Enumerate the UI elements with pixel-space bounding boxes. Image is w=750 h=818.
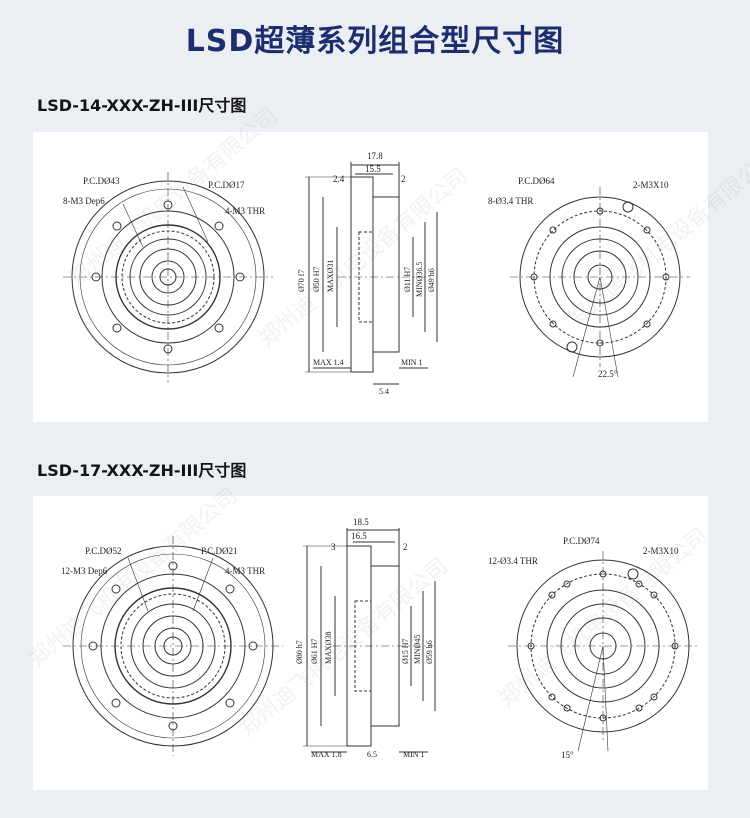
back-angle-label: 22.5° [598, 369, 618, 379]
back-holes-label: 8-Ø3.4 THR [488, 196, 533, 206]
front-view [63, 172, 273, 382]
page-title: LSD超薄系列组合型尺寸图 [185, 24, 565, 59]
back-view [510, 187, 690, 378]
back-angle-label: 15° [561, 750, 574, 760]
side-top-left: 3 [331, 542, 336, 552]
side-top-inner: 15.5 [365, 164, 381, 174]
side-top-total: 17.8 [367, 151, 383, 161]
side-d4: Ø15 H7 [401, 638, 410, 664]
side-top-right: 2 [401, 174, 406, 184]
section-title-lsd17: LSD-17-XXX-ZH-III尺寸图 [37, 461, 247, 480]
front-holes-left-label: 8-M3 Dep6 [63, 196, 105, 206]
back-pcd-label: P.C.DØ74 [563, 536, 600, 546]
back-pcd-label: P.C.DØ64 [518, 176, 555, 186]
side-top-left: 2.4 [333, 174, 345, 184]
side-d5: MINØ36.5 [415, 262, 424, 297]
side-bottom-right: MIN 1 [403, 750, 425, 759]
drawing-panel-lsd14: P.C.DØ43 P.C.DØ17 8-M3 Dep6 4-M3 THR 17.… [33, 132, 708, 422]
side-d3: MAXØ31 [326, 260, 335, 292]
side-d1: Ø70 f7 [297, 270, 306, 292]
side-bottom-left: MAX 1.8 [311, 750, 342, 759]
side-bottom-mid: 5.4 [379, 387, 389, 396]
side-bottom-mid: 6.5 [367, 750, 377, 759]
side-top-total: 18.5 [353, 517, 369, 527]
side-view [305, 162, 438, 385]
side-d2: Ø61 H7 [310, 638, 319, 664]
front-holes-left-label: 12-M3 Dep6 [61, 566, 108, 576]
side-d1: Ø80 h7 [295, 640, 304, 664]
drawing-lsd17: P.C.DØ52 P.C.DØ21 12-M3 Dep6 4-M3 THR 18… [61, 517, 698, 760]
side-view [303, 528, 436, 753]
side-d3: MAXØ38 [324, 632, 333, 664]
front-view [63, 536, 283, 756]
drawing-lsd14: P.C.DØ43 P.C.DØ17 8-M3 Dep6 4-M3 THR 17.… [63, 151, 690, 396]
side-d4: Ø11 H7 [403, 267, 412, 292]
drawing-panel-lsd17: P.C.DØ52 P.C.DØ21 12-M3 Dep6 4-M3 THR 18… [33, 496, 708, 790]
back-view [508, 551, 698, 752]
side-d2: Ø50 H7 [312, 266, 321, 292]
back-holes-label: 12-Ø3.4 THR [488, 556, 538, 566]
front-holes-right-label: 4-M3 THR [225, 206, 265, 216]
side-d6: Ø49 h6 [427, 268, 436, 292]
front-pcd-inner-label: P.C.DØ21 [201, 546, 238, 556]
front-holes-right-label: 4-M3 THR [225, 566, 265, 576]
side-d6: Ø59 h6 [425, 640, 434, 664]
side-top-right: 2 [403, 542, 408, 552]
section-title-lsd14: LSD-14-XXX-ZH-III尺寸图 [37, 96, 247, 115]
front-pcd-outer-label: P.C.DØ52 [85, 546, 122, 556]
back-tap-label: 2-M3X10 [643, 546, 679, 556]
front-pcd-outer-label: P.C.DØ43 [83, 176, 120, 186]
side-bottom-right: MIN 1 [401, 358, 423, 367]
side-d5: MINØ45 [413, 635, 422, 664]
back-tap-label: 2-M3X10 [633, 180, 669, 190]
front-pcd-inner-label: P.C.DØ17 [208, 180, 245, 190]
side-top-inner: 16.5 [351, 531, 367, 541]
side-bottom-left: MAX 1.4 [313, 358, 344, 367]
